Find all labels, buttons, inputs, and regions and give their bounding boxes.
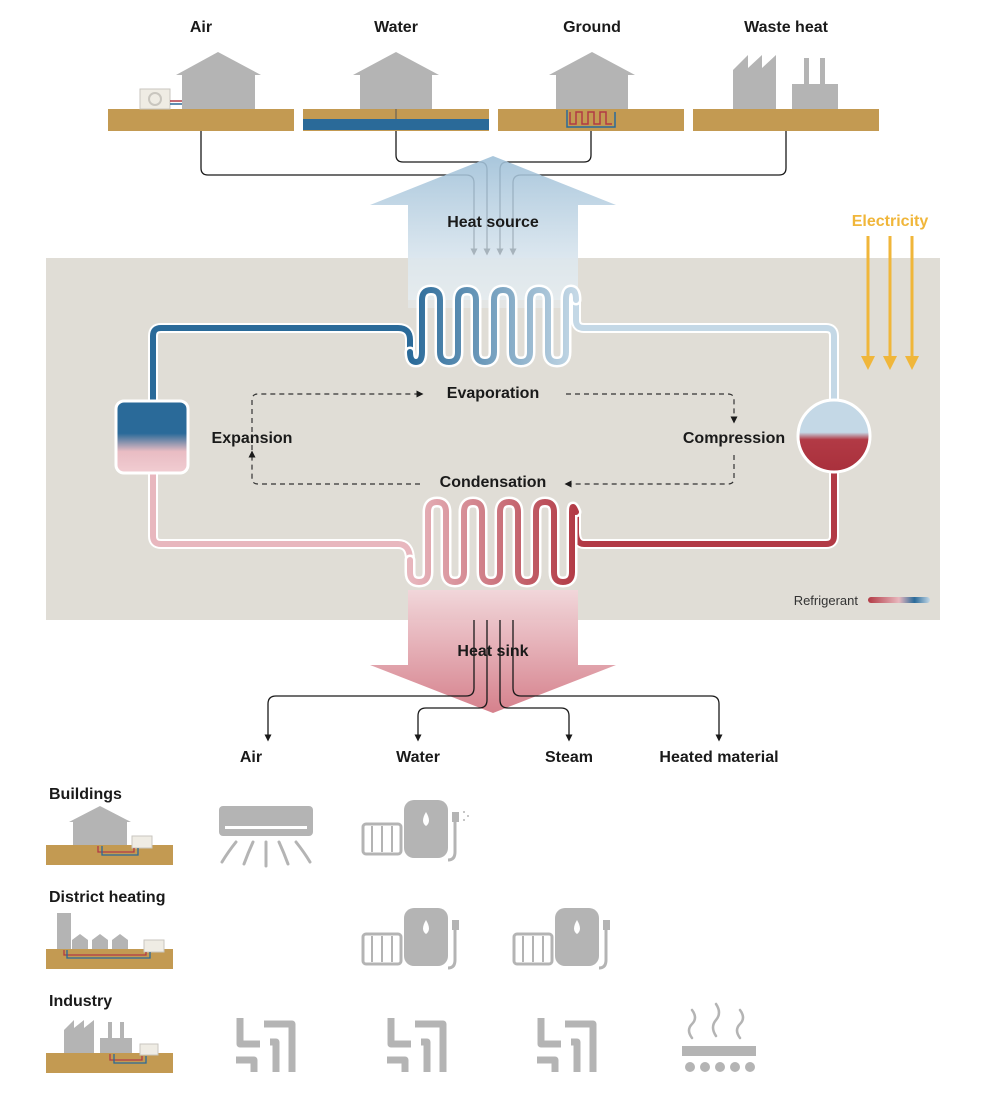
source-air-label: Air <box>190 19 212 36</box>
pipes-icon <box>537 1018 597 1072</box>
buildings-icon <box>46 806 173 865</box>
heat-sink-arrow <box>370 590 616 713</box>
compression-label: Compression <box>683 430 785 447</box>
radiator-boiler-icon <box>512 908 610 970</box>
pipes-icon <box>387 1018 447 1072</box>
heat-sources: Air Water Ground Waste heat <box>108 19 879 256</box>
radiator-boiler-icon <box>361 908 459 970</box>
radiator-boiler-icon <box>361 800 469 862</box>
output-steam-label: Steam <box>545 749 593 766</box>
source-waste-heat-label: Waste heat <box>744 19 829 36</box>
evaporation-label: Evaporation <box>447 385 539 402</box>
heat-source-label: Heat source <box>447 214 539 231</box>
water-source-icon <box>303 52 489 131</box>
sink-connector-lines <box>264 620 723 742</box>
electricity-arrows <box>861 236 919 370</box>
refrigerant-loop <box>114 284 872 588</box>
industry-label: Industry <box>49 993 112 1010</box>
electricity-label: Electricity <box>852 213 929 230</box>
refrigerant-legend-label: Refrigerant <box>794 593 859 608</box>
air-conditioner-icon <box>219 806 313 868</box>
expansion-valve-tank <box>114 399 190 475</box>
source-water-label: Water <box>374 19 418 36</box>
compressor <box>796 398 872 474</box>
output-air-label: Air <box>240 749 262 766</box>
expansion-label: Expansion <box>212 430 293 447</box>
district-heating-label: District heating <box>49 889 165 906</box>
output-water-label: Water <box>396 749 440 766</box>
conveyor-heated-material-icon <box>682 1002 756 1072</box>
source-ground-label: Ground <box>563 19 621 36</box>
heat-sink-label: Heat sink <box>457 643 528 660</box>
air-source-icon <box>108 52 294 131</box>
output-heated-material-label: Heated material <box>659 749 778 766</box>
industry-icon <box>46 1020 173 1073</box>
cycle-dashed-arrows <box>248 390 738 488</box>
buildings-label: Buildings <box>49 786 122 803</box>
pipes-icon <box>236 1018 296 1072</box>
refrigerant-legend-swatch <box>868 597 930 603</box>
district-heating-icon <box>46 913 173 969</box>
waste-heat-source-icon <box>693 55 879 131</box>
condensation-label: Condensation <box>440 474 547 491</box>
ground-source-icon <box>498 52 684 131</box>
